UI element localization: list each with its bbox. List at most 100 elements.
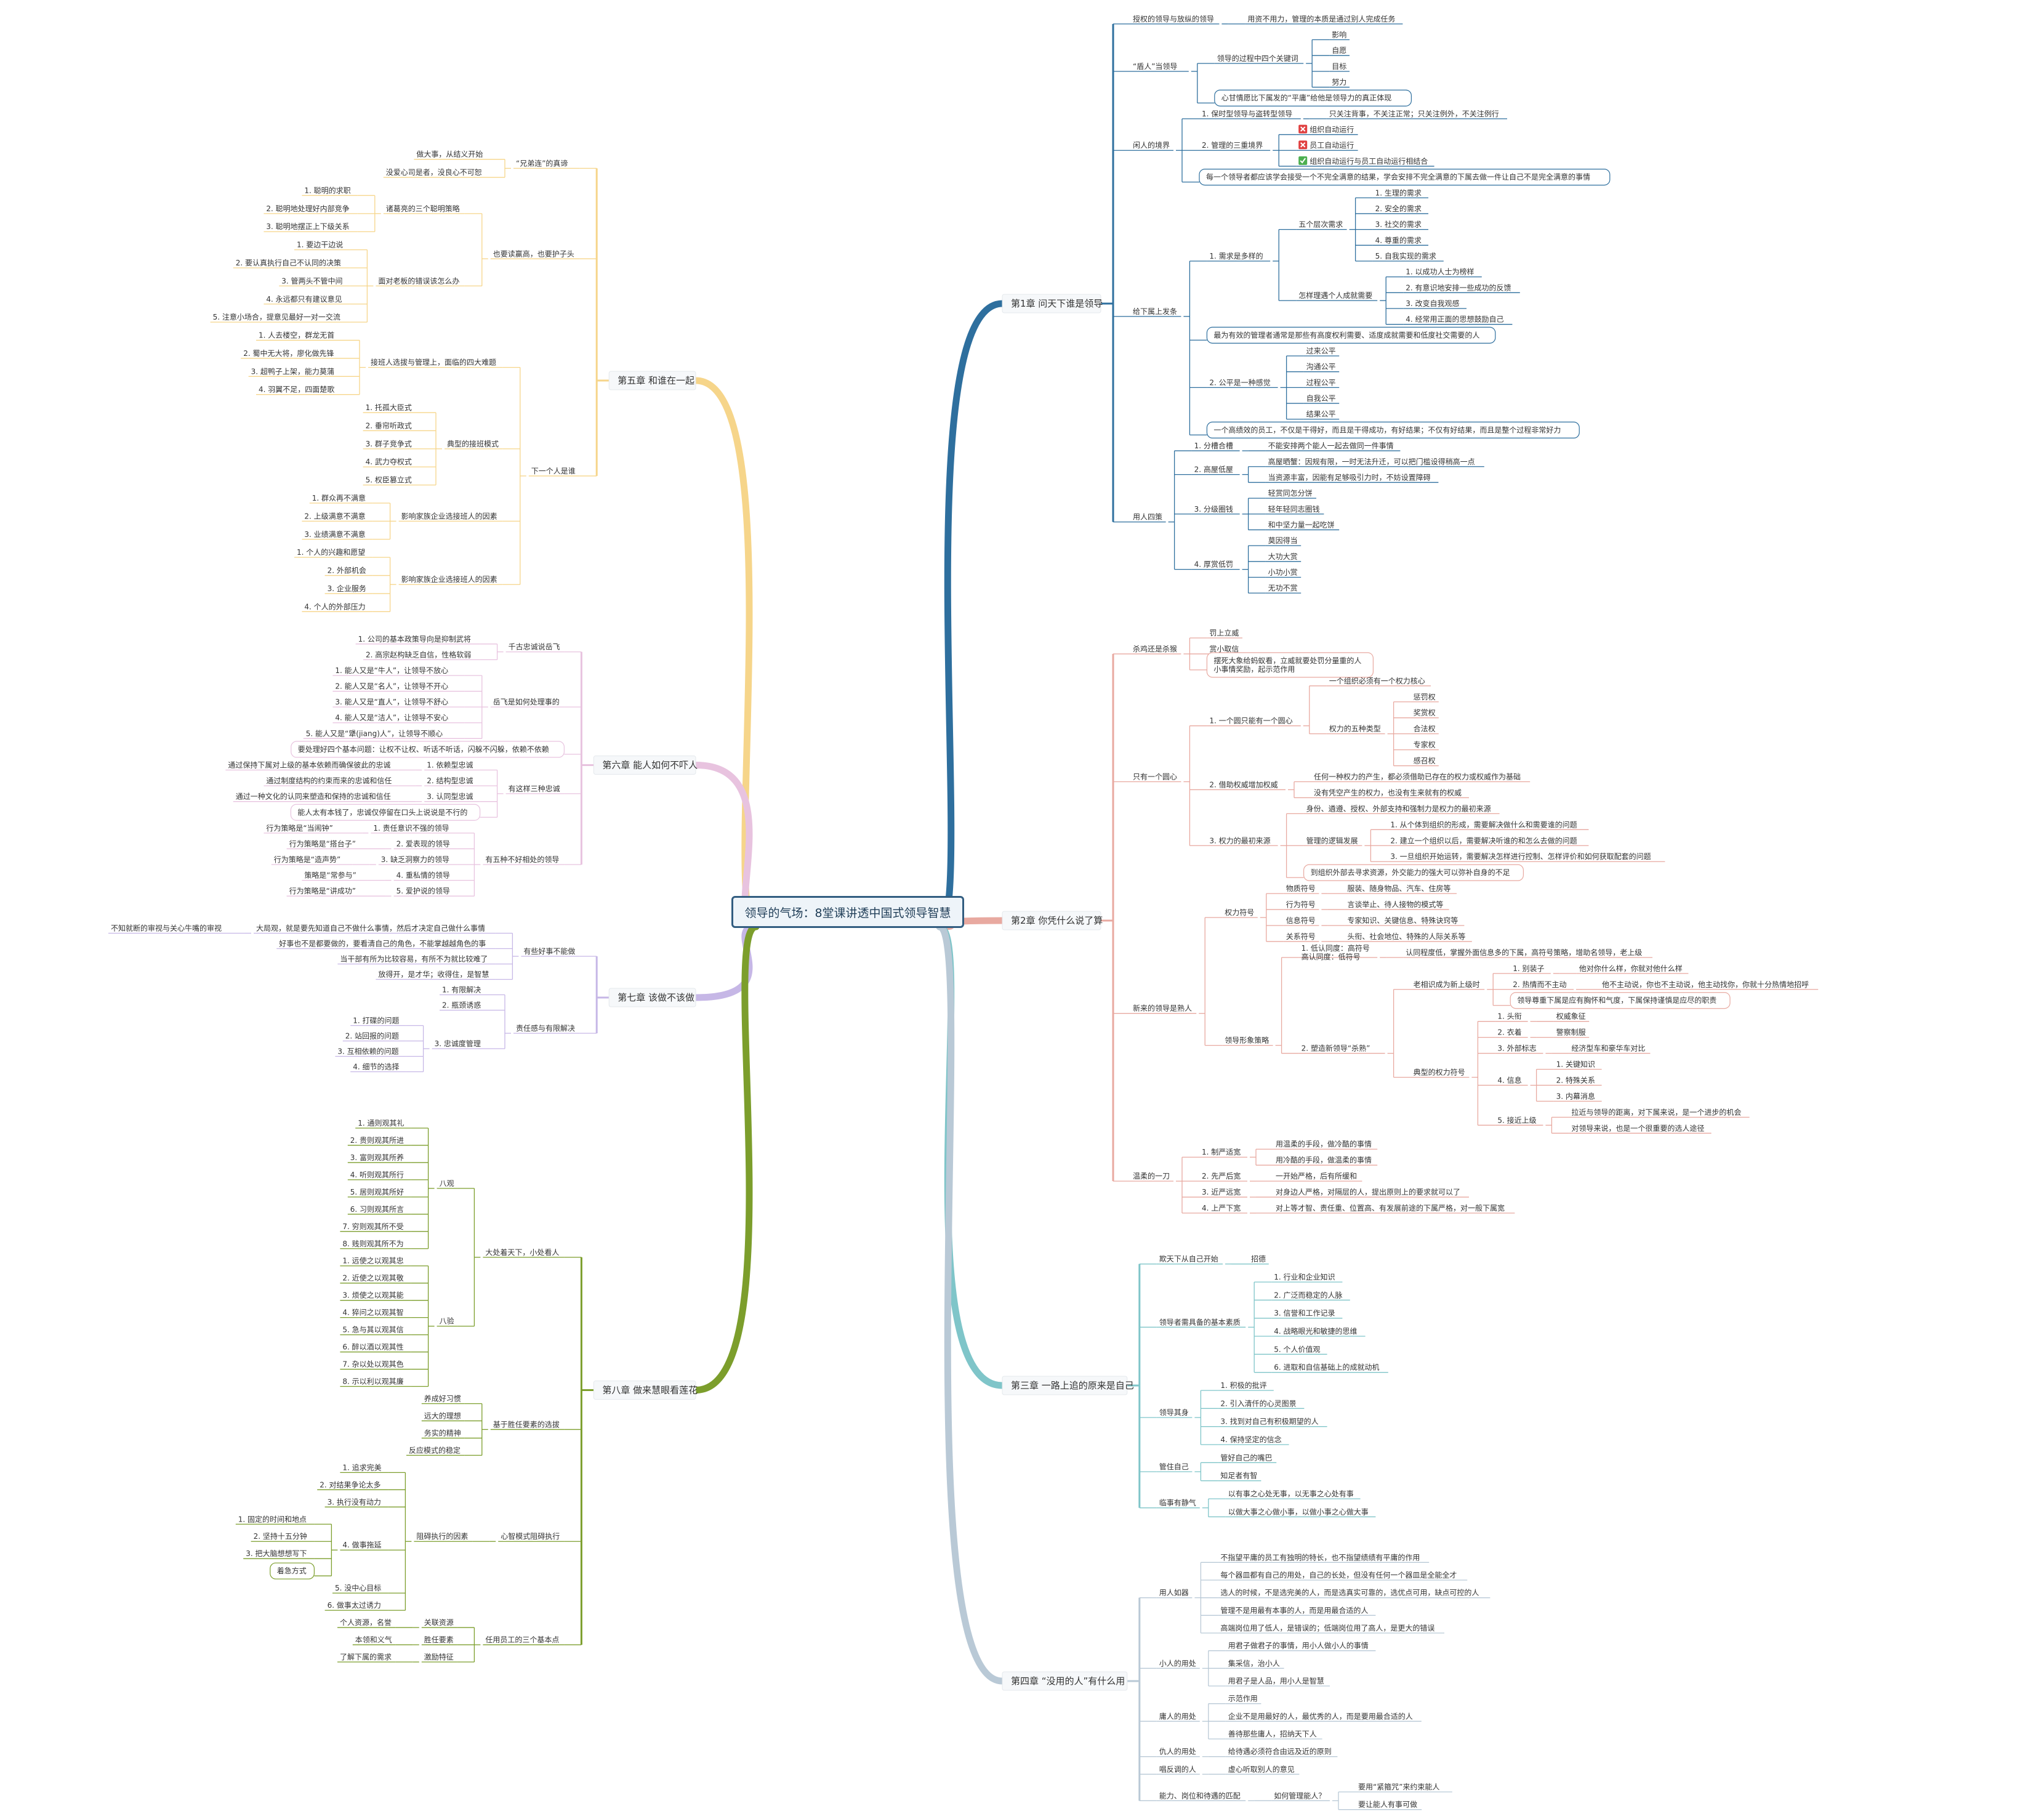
- topic-node[interactable]: 大处着天下，小处看人: [485, 1248, 559, 1257]
- topic-node[interactable]: 2. 聪明地处理好内部竞争: [266, 204, 349, 213]
- topic-node[interactable]: 1. 制严适宽: [1202, 1147, 1241, 1156]
- topic-node[interactable]: 1. 通则观其礼: [358, 1118, 404, 1127]
- topic-node[interactable]: 行为策略是“讲成功”: [289, 886, 356, 895]
- topic-node[interactable]: 自我公平: [1306, 394, 1336, 403]
- topic-node[interactable]: 以做大事之心做小事，以做小事之心做大事: [1228, 1507, 1369, 1516]
- topic-node[interactable]: 阻碍执行的因素: [416, 1531, 468, 1541]
- topic-node[interactable]: 合法权: [1414, 724, 1436, 733]
- topic-node[interactable]: “兄弟连”的真谛: [516, 158, 568, 167]
- topic-node[interactable]: 当干部有所为比较容易，有所不为就比较难了: [340, 954, 488, 964]
- topic-node[interactable]: 接班人选拔与管理上，面临的四大难题: [371, 358, 496, 367]
- topic-node[interactable]: 2. 站回报的问题: [345, 1031, 399, 1041]
- topic-node[interactable]: 莫因得当: [1268, 536, 1298, 545]
- topic-node[interactable]: 5. 没中心目标: [335, 1583, 381, 1592]
- topic-node[interactable]: 1. 生理的需求: [1375, 188, 1422, 197]
- topic-node[interactable]: 虚心听取别人的意见: [1228, 1764, 1295, 1773]
- topic-node[interactable]: 1. 要边干边说: [297, 240, 343, 249]
- topic-node[interactable]: 放得开，是才华；收得住，是智慧: [378, 970, 489, 979]
- topic-node[interactable]: 3. 分级圈钱: [1194, 504, 1233, 514]
- topic-node[interactable]: 2. 高屋低屋: [1194, 465, 1233, 474]
- topic-node[interactable]: 2. 蜀中无大将，廖化做先锋: [243, 349, 334, 358]
- topic-node[interactable]: 过程公平: [1306, 377, 1336, 387]
- topic-node[interactable]: 对上等才智、责任重、位置高、有发展前途的下属严格，对一般下属宽: [1276, 1203, 1505, 1212]
- callout-note[interactable]: 领导尊重下属是应有胸怀和气度，下属保持谨慎是应尽的职责: [1510, 992, 1731, 1009]
- topic-node[interactable]: 3. 内幕消息: [1556, 1091, 1595, 1100]
- topic-node[interactable]: 闲人的境界: [1133, 140, 1170, 150]
- topic-node[interactable]: 用冷酷的手段，做温柔的事情: [1276, 1155, 1372, 1164]
- topic-node[interactable]: 策略是“常参与”: [304, 871, 356, 880]
- topic-node[interactable]: 3. 互相依赖的问题: [337, 1047, 398, 1056]
- callout-note[interactable]: 到组织外部去寻求资源，外交能力的强大可以弥补自身的不足: [1303, 864, 1524, 881]
- topic-node[interactable]: 通过一种文化的认同来塑造和保持的忠诚和信任: [236, 792, 391, 801]
- topic-node[interactable]: 3. 烦使之以观其能: [342, 1291, 403, 1300]
- topic-node[interactable]: 1. 远使之以观其忠: [342, 1256, 403, 1265]
- topic-node[interactable]: 赏小取信: [1209, 645, 1239, 653]
- topic-node[interactable]: 3. 聪明地摆正上下级关系: [266, 222, 349, 231]
- chapter-topic[interactable]: 第八章 做来慧眼看莲花: [593, 1381, 698, 1400]
- topic-node[interactable]: 五个层次需求: [1298, 220, 1343, 229]
- topic-node[interactable]: 管住自己: [1159, 1462, 1189, 1471]
- topic-node[interactable]: 目标: [1332, 62, 1346, 71]
- root-topic[interactable]: 领导的气场：8堂课讲透中国式领导智慧: [731, 896, 964, 928]
- topic-node[interactable]: 1. 责任意识不强的领导: [373, 823, 449, 833]
- topic-node[interactable]: 8. 示以利以观其廉: [342, 1377, 403, 1386]
- topic-node[interactable]: 3. 认同型忠诚: [427, 793, 473, 801]
- topic-node[interactable]: 1. 依赖型忠诚: [427, 760, 473, 770]
- topic-node[interactable]: 没爱心司是者，没良心不可恕: [386, 167, 482, 177]
- topic-node[interactable]: 4. 经常用正面的思想鼓励自己: [1406, 315, 1503, 324]
- topic-node[interactable]: 八验: [440, 1317, 454, 1326]
- topic-node[interactable]: 6. 习则观其所言: [350, 1205, 404, 1214]
- topic-node[interactable]: 行为策略是“搭台子”: [289, 839, 356, 848]
- topic-node[interactable]: 4. 尊重的需求: [1375, 235, 1422, 244]
- topic-node[interactable]: 大功大赏: [1268, 552, 1298, 561]
- topic-node[interactable]: 4. 听则观其所行: [350, 1171, 404, 1179]
- topic-node[interactable]: 3. 外部标志: [1497, 1044, 1536, 1053]
- topic-node[interactable]: 集采信，治小人: [1228, 1658, 1280, 1668]
- topic-node[interactable]: 行为策略是“造声势”: [274, 855, 340, 864]
- topic-node[interactable]: 1. 需求是多样的: [1209, 251, 1263, 260]
- topic-node[interactable]: 2. 要认真执行自己不认同的决策: [236, 258, 341, 267]
- topic-node[interactable]: 大局观，就是要先知道自己不做什么事情，然后才决定自己做什么事情: [256, 924, 485, 933]
- topic-node[interactable]: 心智模式阻碍执行: [501, 1531, 560, 1541]
- topic-node[interactable]: 领导形象策略: [1225, 1036, 1269, 1045]
- topic-node[interactable]: 2. 借助权威增加权威: [1209, 780, 1278, 789]
- topic-node[interactable]: 面对老板的错误该怎么办: [378, 276, 459, 285]
- topic-node[interactable]: 2. 近使之以观其敬: [342, 1273, 403, 1283]
- topic-node[interactable]: 一开始严格，后有所缓和: [1276, 1171, 1357, 1180]
- topic-node[interactable]: 唱反调的人: [1159, 1764, 1196, 1773]
- topic-node[interactable]: 他对你什么样，你就对他什么样: [1579, 964, 1683, 973]
- topic-node[interactable]: 2. 安全的需求: [1375, 204, 1422, 213]
- topic-node[interactable]: 5. 注意小场合，提意见最好一对一交流: [213, 312, 340, 321]
- chapter-topic[interactable]: 第2章 你凭什么说了算: [1002, 911, 1103, 930]
- topic-node[interactable]: 小人的用处: [1159, 1658, 1196, 1668]
- topic-node[interactable]: 3. 群子竞争式: [366, 440, 412, 448]
- topic-node[interactable]: 温柔的一刀: [1133, 1171, 1170, 1180]
- topic-node[interactable]: 2. 垂帘听政式: [366, 421, 412, 430]
- topic-node[interactable]: 3. 能人又是“直人”，让领导不舒心: [335, 698, 448, 706]
- topic-node[interactable]: 4. 猝问之以观其智: [342, 1308, 403, 1317]
- topic-node[interactable]: 领导其身: [1159, 1408, 1189, 1417]
- topic-node[interactable]: 选人的时候，不是选完美的人，而是选真实可靠的，选优点可用，缺点可控的人: [1220, 1588, 1479, 1597]
- topic-node[interactable]: 杀鸡还是杀猴: [1133, 644, 1177, 653]
- topic-node[interactable]: 2. 管理的三重境界: [1202, 140, 1263, 150]
- topic-node[interactable]: 感召权: [1414, 756, 1436, 765]
- topic-node[interactable]: 1. 行业和企业知识: [1274, 1272, 1335, 1281]
- topic-node[interactable]: 努力: [1332, 78, 1346, 87]
- topic-node[interactable]: 权威象征: [1556, 1012, 1586, 1021]
- topic-node[interactable]: 4. 做事拖延: [342, 1540, 381, 1549]
- topic-node[interactable]: 老相识成为新上级时: [1414, 980, 1480, 989]
- topic-node[interactable]: 2. 爱表现的领导: [396, 839, 450, 848]
- topic-node[interactable]: 不知就断的审视与关心牛嘴的审视: [111, 924, 222, 933]
- topic-node[interactable]: 2. 建立一个组织以后，需要解决听谁的和怎么去做的问题: [1390, 836, 1577, 845]
- topic-node[interactable]: 5. 接近上级: [1497, 1115, 1536, 1124]
- topic-node[interactable]: 用资不用力，管理的本质是通过别人完成任务: [1247, 14, 1395, 23]
- topic-node[interactable]: 如何管理能人？: [1274, 1791, 1326, 1800]
- topic-node[interactable]: 3. 权力的最初来源: [1209, 836, 1270, 845]
- topic-node[interactable]: 经济型车和豪华车对比: [1571, 1044, 1645, 1053]
- topic-node[interactable]: 对身边人严格，对隔层的人，提出原则上的要求就可以了: [1276, 1187, 1460, 1196]
- topic-node[interactable]: 小功小赏: [1268, 568, 1298, 576]
- topic-node[interactable]: 3. 信誉和工作记录: [1274, 1309, 1335, 1318]
- topic-node[interactable]: 2. 瓶颈诱惑: [442, 1001, 481, 1010]
- chapter-topic[interactable]: 第五章 和谁在一起: [608, 371, 696, 390]
